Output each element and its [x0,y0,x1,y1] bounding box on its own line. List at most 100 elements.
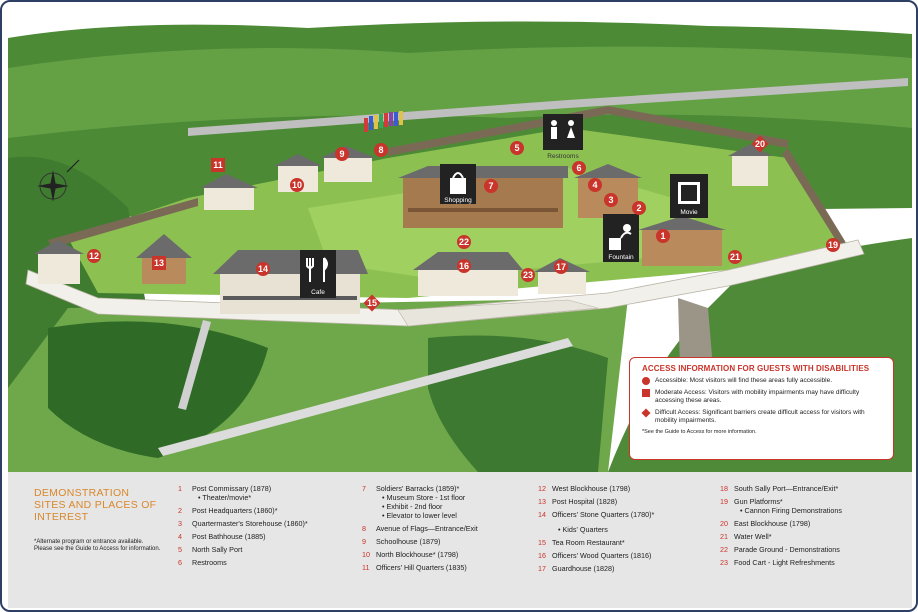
compass-rose [37,159,80,202]
site-marker-20[interactable]: 20 [751,135,769,153]
stone-quarters-building [213,250,368,314]
svg-text:7: 7 [488,181,493,191]
fountain-icon-caption: Fountain [608,254,634,261]
post-hospital-building [136,234,192,284]
svg-text:9: 9 [339,149,344,159]
wood-quarters-building [413,252,523,296]
site-marker-21[interactable]: 21 [728,250,742,264]
site-marker-13[interactable]: 13 [152,256,166,270]
site-marker-10[interactable]: 10 [290,178,304,192]
stair-path [178,320,211,410]
site-marker-11[interactable]: 11 [211,158,225,172]
legend-accessible: Accessible: Most visitors will find thes… [642,377,885,385]
site-marker-14[interactable]: 14 [256,262,270,276]
east-palisade [782,148,848,250]
svg-text:22: 22 [459,237,469,247]
legend-note: *See the Guide to Access for more inform… [642,429,757,435]
west-palisade [48,198,198,248]
svg-text:20: 20 [755,139,765,149]
site-marker-1[interactable]: 1 [656,229,670,243]
shopping-icon[interactable]: Shopping [440,164,476,204]
svg-text:5: 5 [514,143,519,153]
movie-icon[interactable]: Movie [670,174,708,218]
site-marker-17[interactable]: 17 [554,260,568,274]
site-marker-6[interactable]: 6 [572,161,586,175]
site-marker-12[interactable]: 12 [87,249,101,263]
legend-accessible-text: Accessible: Most visitors will find thes… [655,377,833,384]
circle-marker-icon [642,377,650,385]
west-blockhouse-building [34,240,84,284]
site-marker-4[interactable]: 4 [588,178,602,192]
svg-text:6: 6 [576,163,581,173]
svg-text:2: 2 [636,203,641,213]
cafe-icon-caption: Cafe [311,289,325,296]
legend-difficult-text: Difficult Access: Significant barriers c… [655,409,865,424]
svg-text:11: 11 [213,160,223,170]
demonstration-note: *Alternate program or entrance available… [34,539,161,553]
cafe-icon[interactable]: Cafe [300,250,336,298]
north-palisade [388,106,788,156]
lower-slope-trees [48,321,268,458]
fort-illustration-map: Restrooms Shopping Movie Fountain Cafe [8,8,912,472]
site-marker-23[interactable]: 23 [521,268,535,282]
svg-text:4: 4 [592,180,597,190]
svg-text:13: 13 [154,258,164,268]
site-marker-19[interactable]: 19 [826,238,840,252]
back-forest-highlights [8,46,912,138]
svg-text:14: 14 [258,264,268,274]
sites-index-panel: DEMONSTRATION SITES AND PLACES OF INTERE… [8,472,912,608]
svg-text:19: 19 [828,240,838,250]
demonstration-title: DEMONSTRATION SITES AND PLACES OF INTERE… [34,487,157,523]
avenue-of-flags [364,111,403,132]
fountain-icon[interactable]: Fountain [603,214,639,262]
svg-text:8: 8 [378,145,383,155]
site-marker-8[interactable]: 8 [374,143,388,157]
site-marker-22[interactable]: 22 [457,235,471,249]
site-marker-9[interactable]: 9 [335,147,349,161]
lower-wall [397,299,599,327]
site-marker-16[interactable]: 16 [457,259,471,273]
site-marker-15[interactable]: 15 [363,294,381,312]
site-marker-3[interactable]: 3 [604,193,618,207]
restrooms-icon[interactable]: Restrooms [543,114,583,160]
svg-text:16: 16 [459,261,469,271]
access-legend-title: ACCESS INFORMATION FOR GUESTS WITH DISAB… [642,364,870,373]
officers-hill-quarters-building [200,174,258,210]
site-marker-5[interactable]: 5 [510,141,524,155]
site-marker-2[interactable]: 2 [632,201,646,215]
restrooms-icon-caption: Restrooms [547,153,579,160]
soldiers-barracks-building [398,166,568,228]
legend-moderate: Moderate Access: Visitors with mobility … [642,389,885,405]
east-blockhouse-building [728,144,772,186]
post-commissary-building [638,216,726,266]
access-legend: ACCESS INFORMATION FOR GUESTS WITH DISAB… [629,357,894,460]
site-marker-7[interactable]: 7 [484,179,498,193]
